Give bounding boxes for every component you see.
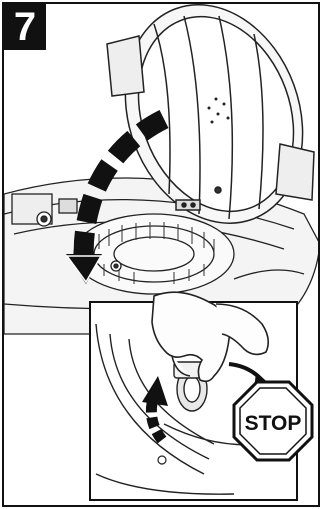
- stop-sign-label: STOP: [245, 412, 302, 435]
- instruction-panel: 7: [2, 2, 320, 507]
- stop-sign-icon: STOP: [234, 382, 312, 460]
- assembly-illustration: STOP: [4, 4, 320, 507]
